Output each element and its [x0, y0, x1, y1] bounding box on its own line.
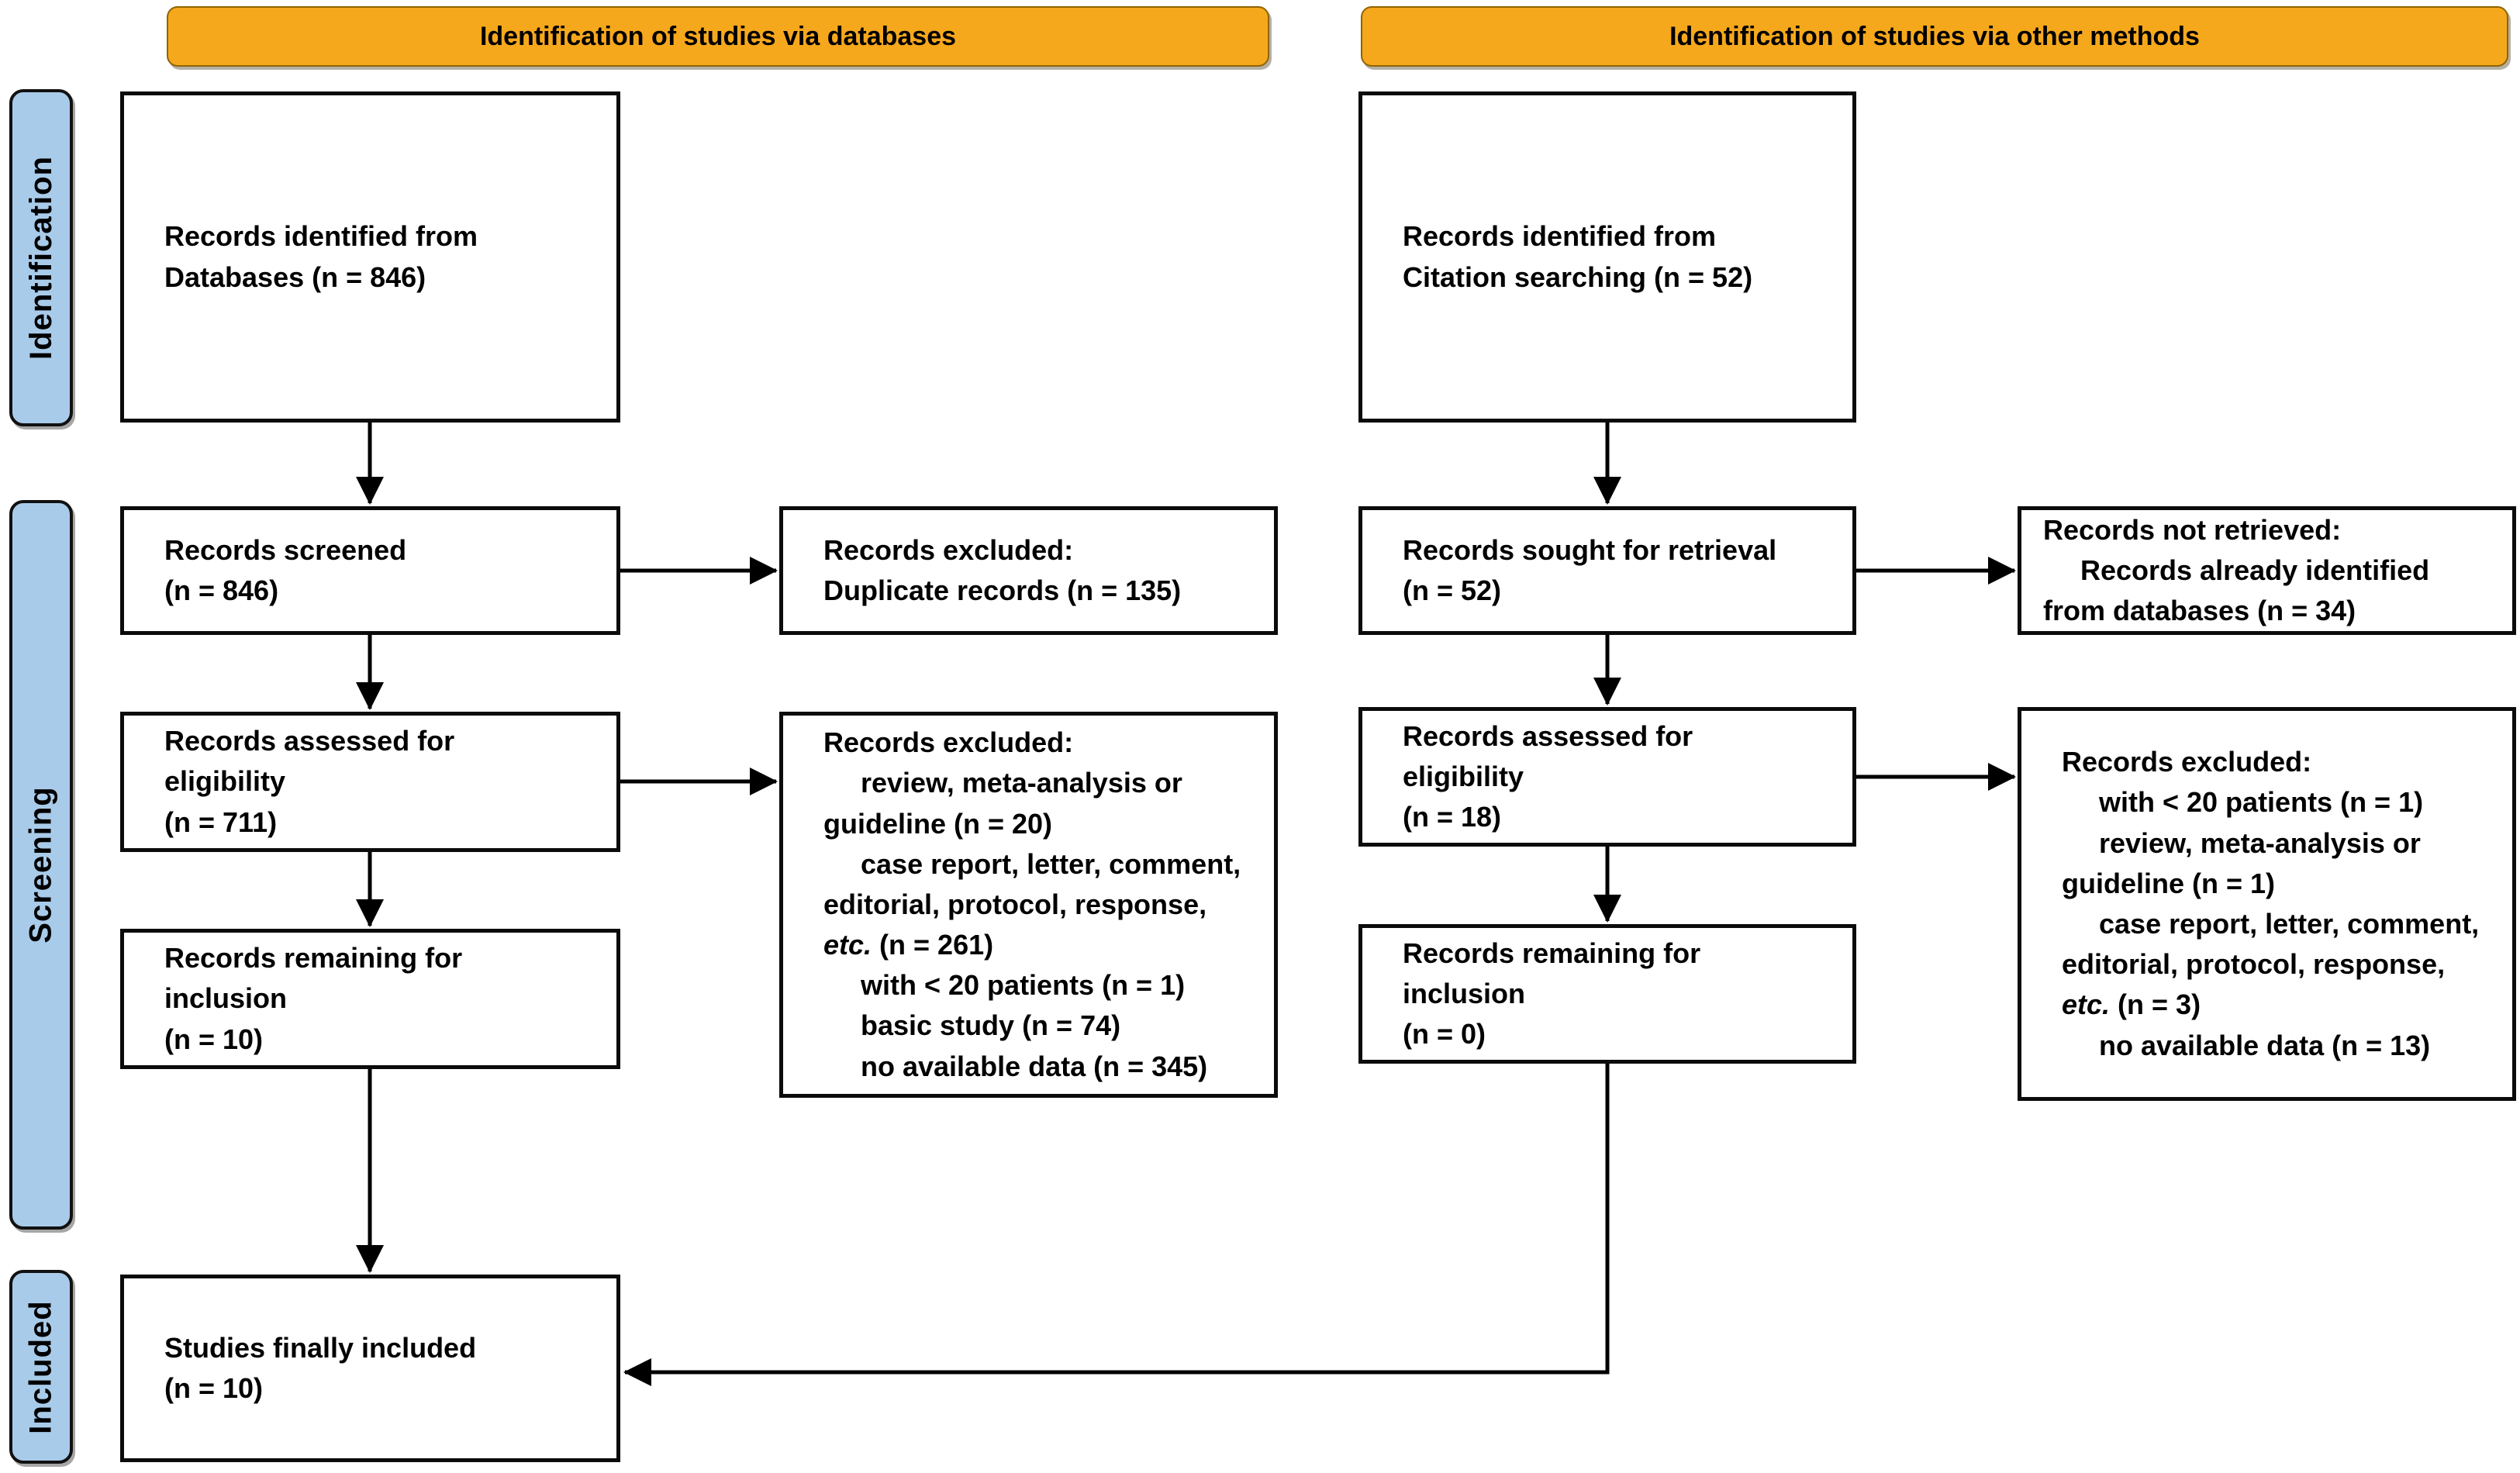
banner-other-methods: Identification of studies via other meth…: [1361, 6, 2508, 67]
box-text-line: inclusion: [164, 982, 288, 1015]
box-records-excluded-databases: Records excluded: review, meta-analysis o…: [779, 712, 1278, 1098]
box-text-line: editorial, protocol, response,: [823, 888, 1207, 920]
box-studies-finally-included: Studies finally included (n = 10): [120, 1275, 620, 1462]
box-text-line: basic study (n = 74): [861, 1009, 1121, 1042]
box-text-line: review, meta-analysis or: [861, 767, 1182, 799]
stage-label-screening: Screening: [23, 786, 58, 943]
box-text-line: Records sought for retrieval: [1403, 533, 1777, 566]
box-records-assessed-databases: Records assessed for eligibility (n = 711): [120, 712, 620, 852]
box-text-line: (n = 0): [1403, 1018, 1486, 1050]
box-text-line: Records remaining for: [164, 942, 463, 975]
box-text-line: (n = 846): [164, 574, 279, 606]
box-text-line: Studies finally included: [164, 1331, 477, 1364]
box-text-line: Records assessed for: [164, 725, 455, 757]
box-text-line: Records not retrieved:: [2043, 513, 2342, 546]
box-records-not-retrieved: Records not retrieved: Records already id…: [2018, 506, 2516, 635]
box-text-line: eligibility: [1403, 760, 1524, 792]
box-records-sought-retrieval: Records sought for retrieval (n = 52): [1358, 506, 1856, 635]
box-text-line: Records identified from: [164, 220, 478, 253]
box-records-remaining-databases: Records remaining for inclusion (n = 10): [120, 929, 620, 1069]
box-text-line: etc. (n = 3): [2062, 988, 2201, 1021]
banner-databases: Identification of studies via databases: [167, 6, 1269, 67]
banner-databases-label: Identification of studies via databases: [479, 21, 957, 51]
box-text-line: editorial, protocol, response,: [2062, 948, 2446, 981]
box-text-line: Records excluded:: [823, 726, 1074, 759]
box-text-line: Records excluded:: [823, 533, 1074, 566]
banner-other-methods-label: Identification of studies via other meth…: [1669, 21, 2200, 51]
box-records-screened: Records screened (n = 846): [120, 506, 620, 635]
box-text-line: eligibility: [164, 765, 286, 798]
box-records-excluded-duplicates: Records excluded: Duplicate records (n = …: [779, 506, 1278, 635]
stage-label-included: Included: [23, 1299, 58, 1434]
box-text-line: review, meta-analysis or: [2099, 826, 2421, 859]
box-text-line: guideline (n = 20): [823, 807, 1053, 840]
box-text-line: Records remaining for: [1403, 937, 1701, 969]
box-records-remaining-other: Records remaining for inclusion (n = 0): [1358, 924, 1856, 1064]
box-text-line: (n = 52): [1403, 574, 1502, 606]
box-text-line: etc. (n = 261): [823, 929, 994, 961]
stage-rail-screening: Screening: [9, 500, 73, 1230]
stage-rail-included: Included: [9, 1270, 73, 1464]
box-text-line: Citation searching (n = 52): [1403, 260, 1753, 293]
box-text-line: with < 20 patients (n = 1): [861, 969, 1186, 1002]
box-text-line: no available data (n = 345): [861, 1050, 1208, 1082]
box-text-line: (n = 10): [164, 1023, 264, 1055]
box-records-excluded-other: Records excluded: with < 20 patients (n =…: [2018, 707, 2516, 1101]
box-text-line: no available data (n = 13): [2099, 1029, 2431, 1061]
box-text-line: case report, letter, comment,: [861, 847, 1241, 880]
box-text-line: Records assessed for: [1403, 719, 1693, 752]
box-text-line: from databases (n = 34): [2043, 595, 2356, 627]
box-text-line: case report, letter, comment,: [2099, 908, 2480, 940]
box-text-line: (n = 18): [1403, 801, 1502, 833]
box-text-line: Records excluded:: [2062, 746, 2312, 778]
box-text-line: Records identified from: [1403, 220, 1717, 253]
box-text-line: guideline (n = 1): [2062, 867, 2276, 899]
box-text-line: Records screened: [164, 533, 407, 566]
stage-rail-identification: Identification: [9, 89, 73, 426]
box-text-line: Duplicate records (n = 135): [823, 574, 1182, 606]
box-text-line: Records already identified: [2080, 554, 2430, 586]
box-text-line: Databases (n = 846): [164, 260, 426, 293]
box-text-line: (n = 711): [164, 805, 278, 838]
stage-label-identification: Identification: [23, 156, 58, 360]
box-records-assessed-other: Records assessed for eligibility (n = 18): [1358, 707, 1856, 847]
box-text-line: with < 20 patients (n = 1): [2099, 786, 2424, 819]
box-text-line: inclusion: [1403, 977, 1526, 1009]
box-text-line: (n = 10): [164, 1372, 264, 1404]
arrow-other-remaining-to-final: [623, 1064, 1610, 1386]
